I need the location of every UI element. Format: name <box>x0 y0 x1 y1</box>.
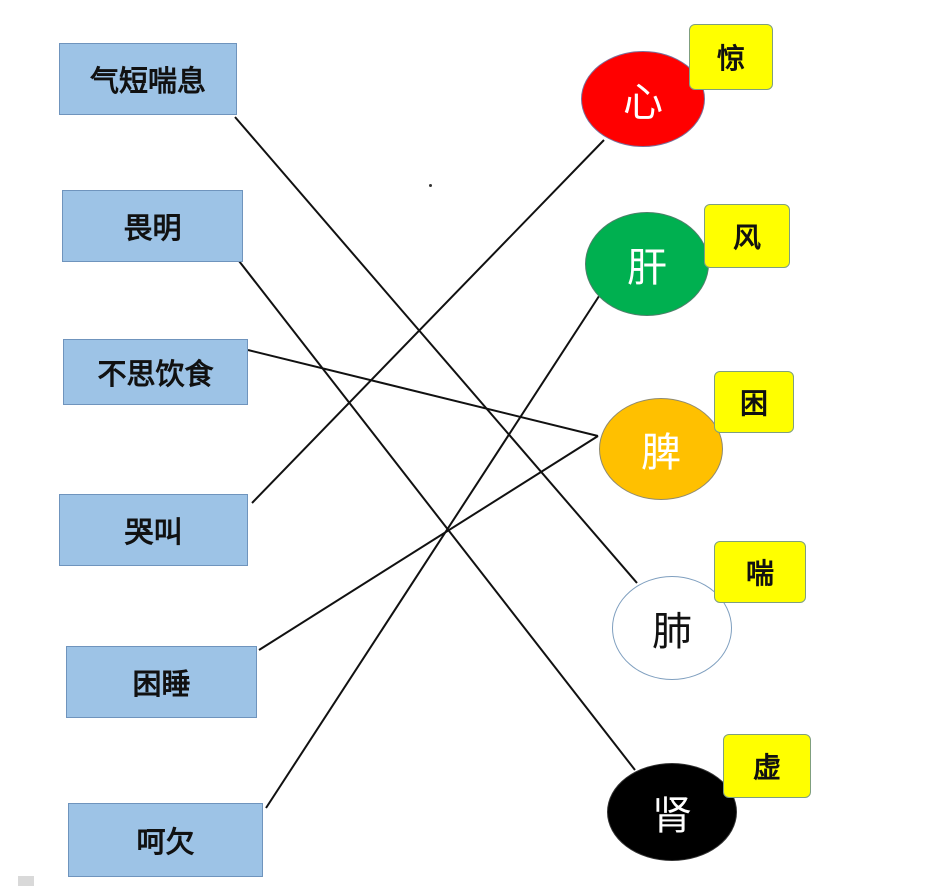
organ-circle-fei: 肺 <box>612 576 732 680</box>
stray-dot <box>429 184 432 187</box>
organ-circle-gan: 肝 <box>585 212 709 316</box>
organ-label: 脾 <box>641 430 681 476</box>
symptom-label: 困睡 <box>132 667 191 701</box>
organ-circle-pi: 脾 <box>599 398 723 500</box>
organ-tag-shen: 虚 <box>723 734 811 798</box>
organ-tag-fei: 喘 <box>714 541 806 603</box>
symptom-box-kujiao: 哭叫 <box>59 494 248 566</box>
connector-heqian-gan <box>265 289 604 809</box>
organ-circle-shen: 肾 <box>607 763 737 861</box>
connector-kunshui-pi <box>258 435 599 651</box>
symptom-label: 不思饮食 <box>97 357 214 391</box>
organ-label: 心 <box>623 80 663 126</box>
symptom-box-busi: 不思饮食 <box>63 339 248 405</box>
tag-label: 惊 <box>716 42 745 75</box>
organ-tag-gan: 风 <box>704 204 790 268</box>
connector-qiduan-fei <box>234 116 638 584</box>
symptom-box-heqian: 呵欠 <box>68 803 263 877</box>
tag-label: 虚 <box>752 751 781 784</box>
symptom-label: 畏明 <box>123 211 182 245</box>
corner-mark <box>18 876 34 886</box>
connector-kujiao-xin <box>251 139 605 504</box>
connector-busi-pi <box>247 349 599 437</box>
tag-label: 喘 <box>745 557 774 590</box>
symptom-label: 气短喘息 <box>89 64 206 98</box>
organ-label: 肝 <box>627 245 667 291</box>
organ-circle-xin: 心 <box>581 51 705 147</box>
organ-label: 肾 <box>652 793 692 839</box>
symptom-box-qiduan: 气短喘息 <box>59 43 237 115</box>
connector-weiming-shen <box>238 260 636 771</box>
symptom-label: 呵欠 <box>136 825 195 859</box>
tag-label: 风 <box>732 221 761 254</box>
symptom-box-weiming: 畏明 <box>62 190 243 262</box>
symptom-label: 哭叫 <box>124 515 183 549</box>
organ-label: 肺 <box>652 609 692 655</box>
organ-tag-pi: 困 <box>714 371 794 433</box>
tag-label: 困 <box>739 387 768 420</box>
symptom-box-kunshui: 困睡 <box>66 646 257 718</box>
organ-tag-xin: 惊 <box>689 24 773 90</box>
